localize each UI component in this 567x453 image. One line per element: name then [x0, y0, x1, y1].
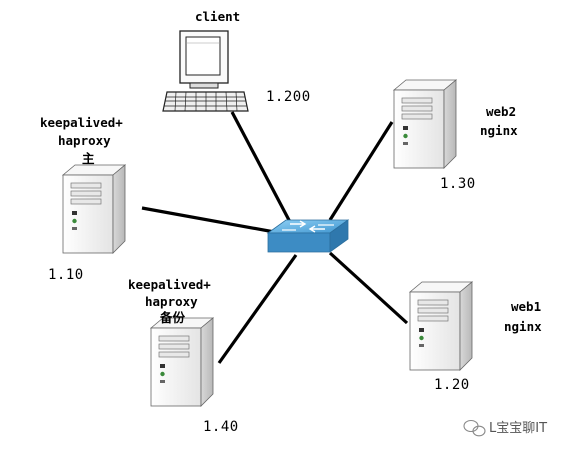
link-client-switch — [230, 111, 292, 223]
ha-backup-server-icon — [150, 317, 214, 407]
ha-backup-label-line1: keepalived+ — [128, 277, 211, 292]
ha-master-label-line2: haproxy — [58, 133, 111, 148]
watermark: L宝宝聊IT — [463, 419, 547, 437]
web1-server-icon — [409, 281, 473, 371]
switch-icon — [266, 219, 350, 253]
client-label: client — [195, 9, 240, 24]
link-web2-switch — [328, 121, 394, 221]
client-computer-icon — [162, 30, 249, 112]
web1-label-line2: nginx — [504, 319, 542, 334]
web2-label-line2: nginx — [480, 123, 518, 138]
ha-backup-ip: 1.40 — [203, 419, 239, 435]
link-web1-switch — [328, 251, 409, 325]
watermark-text: L宝宝聊IT — [489, 421, 547, 436]
link-ha-backup-switch — [217, 254, 298, 364]
ha-master-label-line1: keepalived+ — [40, 115, 123, 130]
ha-master-label-line3: 主 — [82, 151, 95, 166]
ha-backup-label-line2: haproxy — [145, 294, 198, 309]
ha-backup-label-line3: 备份 — [159, 310, 186, 325]
link-ha-master-switch — [141, 206, 281, 235]
connection-lines — [141, 111, 409, 364]
web1-label-line1: web1 — [511, 299, 541, 314]
web2-label-line1: web2 — [486, 104, 516, 119]
web2-server-icon — [393, 79, 457, 169]
web1-ip: 1.20 — [434, 377, 470, 393]
wechat-icon — [463, 419, 486, 437]
client-ip: 1.200 — [266, 89, 311, 105]
ha-master-server-icon — [62, 164, 126, 254]
web2-ip: 1.30 — [440, 176, 476, 192]
ha-master-ip: 1.10 — [48, 267, 84, 283]
